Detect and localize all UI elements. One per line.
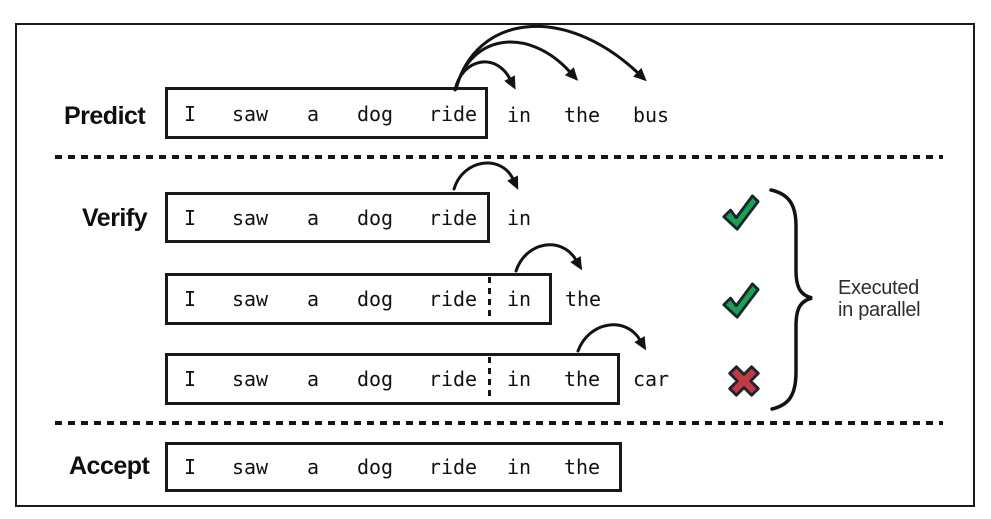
token: dog	[356, 367, 394, 391]
token: I	[183, 455, 197, 479]
draft-token: in	[506, 287, 532, 311]
token: a	[306, 287, 320, 311]
checkmark-glyph	[722, 194, 760, 231]
token: I	[183, 102, 197, 126]
cross-glyph	[728, 365, 760, 397]
token: ride	[428, 287, 478, 311]
annotation-line-2: in parallel	[838, 299, 921, 321]
accept-row-label: Accept	[69, 452, 150, 480]
token: I	[183, 287, 197, 311]
predicted-token: in	[506, 103, 532, 127]
verify-row-label: Verify	[82, 204, 148, 232]
token: ride	[428, 367, 478, 391]
token: a	[306, 367, 320, 391]
token: saw	[231, 287, 269, 311]
verify-attempt-box-3	[165, 353, 620, 405]
token: a	[306, 102, 320, 126]
parallel-annotation: Executed in parallel	[838, 277, 921, 321]
cross-icon	[728, 365, 760, 397]
token: saw	[231, 102, 269, 126]
token: saw	[231, 367, 269, 391]
annotation-line-1: Executed	[838, 277, 919, 299]
token: dog	[356, 455, 394, 479]
candidate-token: car	[632, 367, 670, 391]
context-draft-divider	[488, 357, 491, 401]
token: the	[563, 455, 601, 479]
token: a	[306, 455, 320, 479]
checkmark-glyph	[722, 282, 760, 319]
token: a	[306, 206, 320, 230]
accept-sequence-box	[165, 442, 622, 492]
token: I	[183, 367, 197, 391]
context-draft-divider	[488, 277, 491, 321]
token: saw	[231, 455, 269, 479]
predicted-token: bus	[632, 103, 670, 127]
token: in	[506, 455, 532, 479]
token: ride	[428, 455, 478, 479]
checkmark-icon	[722, 282, 760, 319]
draft-token: in	[506, 367, 532, 391]
predict-row-label: Predict	[64, 102, 146, 130]
verify-attempt-box-2	[165, 273, 552, 325]
token: dog	[356, 206, 394, 230]
draft-token: the	[563, 367, 601, 391]
diagram-frame	[15, 23, 975, 507]
token: saw	[231, 206, 269, 230]
token: I	[183, 206, 197, 230]
checkmark-icon	[722, 194, 760, 231]
dashed-separator-top	[55, 155, 943, 159]
candidate-token: in	[506, 206, 532, 230]
predict-sequence-box	[165, 87, 488, 139]
verify-attempt-box-1	[165, 192, 490, 243]
candidate-token: the	[564, 287, 602, 311]
token: dog	[356, 287, 394, 311]
token: dog	[356, 102, 394, 126]
token: ride	[428, 206, 478, 230]
dashed-separator-bottom	[55, 421, 943, 425]
predicted-token: the	[563, 103, 601, 127]
token: ride	[428, 102, 478, 126]
